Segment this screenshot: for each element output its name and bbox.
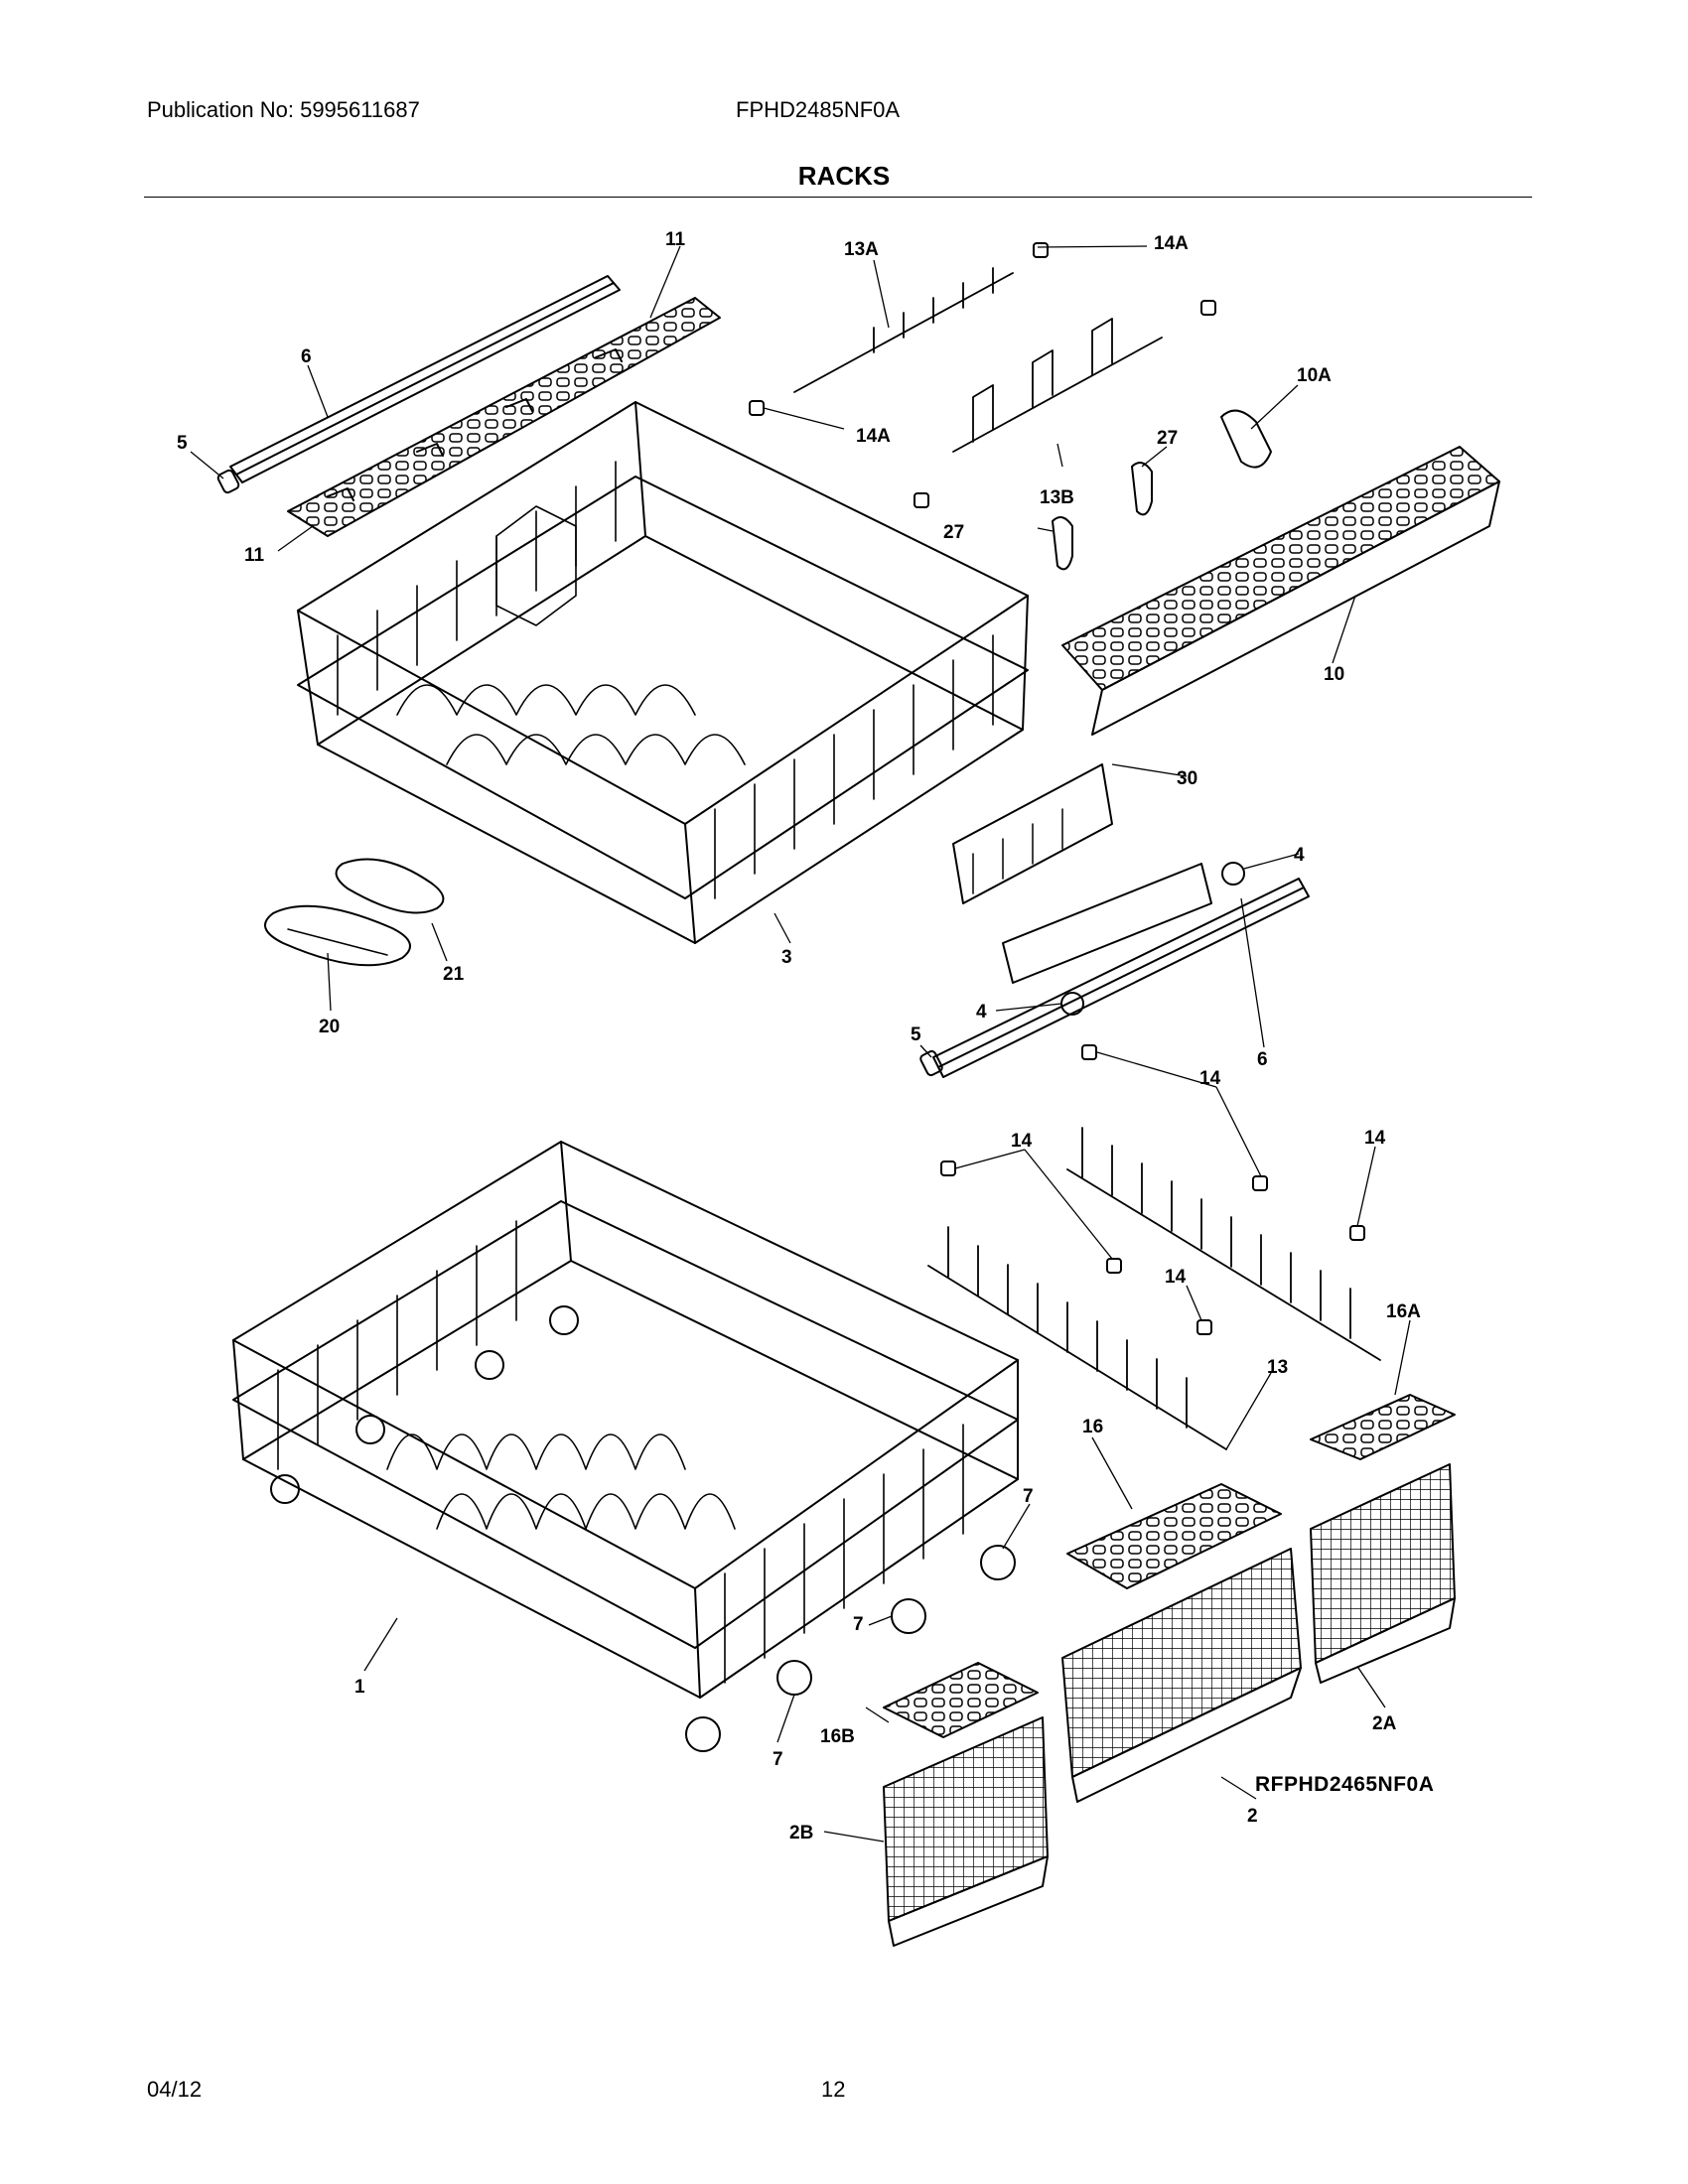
header-divider — [144, 197, 1532, 198]
callout-label: 6 — [1257, 1049, 1268, 1070]
callout-label: 6 — [301, 346, 312, 367]
callout-label: 13B — [1040, 487, 1074, 508]
callout-label: 3 — [781, 947, 792, 968]
callout-label: 14A — [1154, 233, 1189, 254]
upper-rack — [297, 401, 1029, 944]
callout-label: 11 — [665, 229, 686, 250]
wheel-4-bottom — [1060, 992, 1084, 1016]
silverware-basket-main — [1061, 1483, 1302, 1803]
page-title: RACKS — [797, 161, 891, 191]
upper-rail-right — [919, 878, 1310, 1078]
callout-label: 14 — [1011, 1131, 1033, 1152]
fold-down-tines-upper — [793, 267, 1163, 453]
callout-label: 30 — [1177, 768, 1197, 789]
cup-shelf — [1061, 446, 1500, 736]
stop-14a-mid — [914, 492, 929, 508]
tine-clip-strip — [287, 297, 721, 537]
lower-wheel-7c — [776, 1660, 812, 1696]
lower-wheel-7b — [891, 1598, 926, 1634]
callout-label: 13A — [844, 239, 879, 260]
silverware-basket-right — [1310, 1394, 1456, 1684]
lower-rack — [232, 1141, 1019, 1699]
model-number: FPHD2485NF0A — [736, 97, 901, 122]
clip-27-left — [1052, 516, 1073, 571]
clip-14-b — [940, 1160, 956, 1176]
callout-label: 11 — [244, 545, 265, 566]
lower-wheel-7a — [980, 1545, 1016, 1580]
callout-label: 7 — [773, 1749, 783, 1770]
clip-14-f — [1196, 1319, 1212, 1335]
clip-14-c — [1252, 1175, 1268, 1191]
callout-label: 27 — [1157, 428, 1178, 449]
fold-down-tines-lower — [927, 1127, 1381, 1450]
callout-label: 4 — [976, 1002, 987, 1023]
callout-label: 2B — [789, 1823, 813, 1843]
lower-wheel-7d — [685, 1716, 721, 1752]
clip-14-d — [1349, 1225, 1365, 1241]
stop-14a-right — [1200, 300, 1216, 316]
rack-handle — [264, 858, 445, 967]
callout-label: 1 — [354, 1677, 365, 1698]
clip-27-right — [1131, 462, 1153, 516]
callout-label: 2A — [1372, 1713, 1397, 1734]
stop-14a-left — [749, 400, 765, 416]
wheel-carriage — [952, 763, 1212, 984]
silverware-basket-left — [883, 1662, 1049, 1947]
callout-label: 7 — [853, 1614, 864, 1635]
wheel-4-right — [1221, 862, 1245, 886]
callout-label: 16A — [1386, 1301, 1421, 1322]
callout-label: 14 — [1199, 1068, 1221, 1089]
callout-label: 14A — [856, 426, 891, 447]
callout-labels: 11 6 5 11 13A 14A 14A 10A 27 13B 27 10 3… — [177, 229, 1421, 1843]
callout-label: 27 — [943, 522, 964, 543]
callout-label: 16B — [820, 1726, 855, 1747]
clip-14-e — [1106, 1258, 1122, 1274]
callout-label: 20 — [319, 1017, 340, 1037]
callout-label: 5 — [911, 1024, 921, 1045]
diagram-reference-code: RFPHD2465NF0A — [1255, 1773, 1435, 1796]
upper-rail-left — [216, 275, 621, 494]
callout-label: 2 — [1247, 1806, 1258, 1827]
callout-label: 4 — [1294, 845, 1305, 866]
callout-label: 14 — [1364, 1128, 1386, 1149]
footer-date: 04/12 — [147, 2077, 203, 2102]
leader-lines — [190, 245, 1411, 1843]
shelf-bracket — [1220, 409, 1272, 469]
callout-label: 16 — [1082, 1417, 1103, 1437]
page-number: 12 — [821, 2077, 846, 2102]
clip-14-a — [1081, 1044, 1097, 1060]
callout-label: 10 — [1324, 664, 1344, 685]
callout-label: 14 — [1165, 1267, 1187, 1288]
stop-14a-top — [1033, 242, 1049, 258]
callout-label: 13 — [1267, 1357, 1288, 1378]
callout-label: 7 — [1023, 1486, 1034, 1507]
callout-label: 10A — [1297, 365, 1332, 386]
callout-label: 21 — [443, 964, 465, 985]
publication-number: Publication No: 5995611687 — [147, 97, 420, 122]
callout-label: 5 — [177, 433, 188, 454]
